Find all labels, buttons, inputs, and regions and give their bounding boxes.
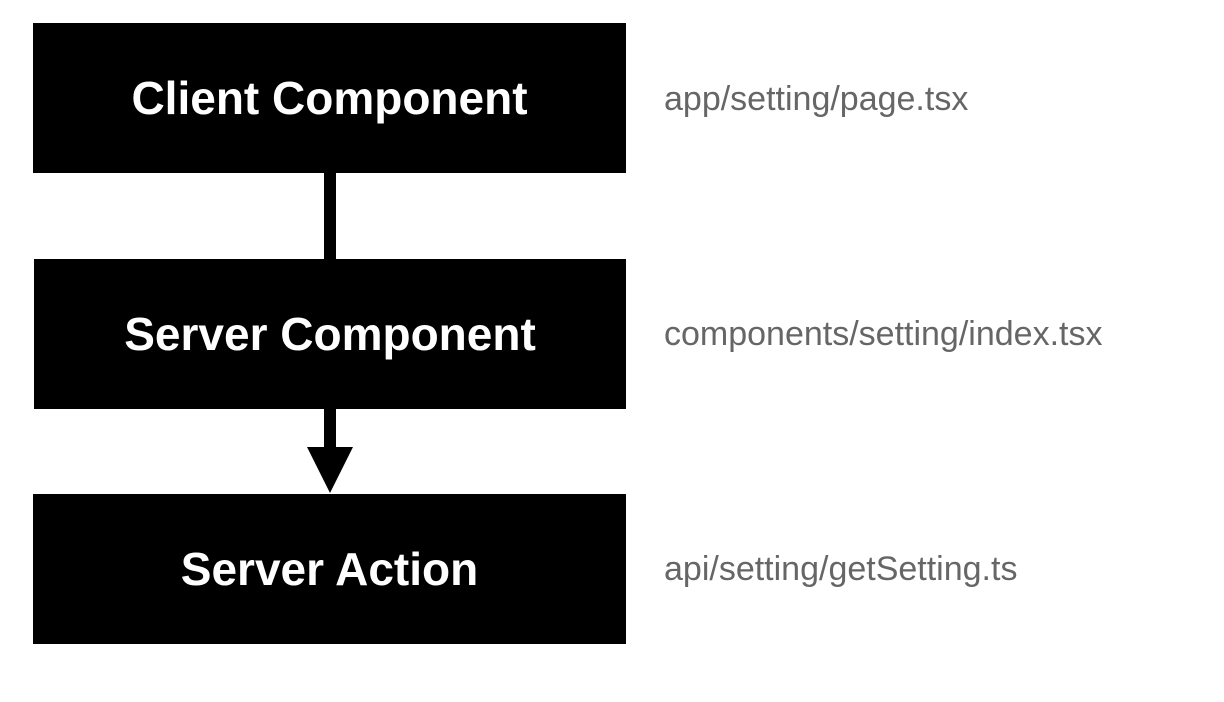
connector-line (324, 171, 336, 261)
node-label: Server Action (180, 543, 479, 595)
connector-line (324, 407, 336, 449)
node-label: Server Component (124, 308, 536, 360)
node-label: Client Component (131, 72, 528, 124)
file-path-label: app/setting/page.tsx (664, 80, 969, 118)
node-client-component: Client Component (33, 23, 626, 173)
file-path-label: api/setting/getSetting.ts (664, 550, 1018, 588)
arrow-down-icon (307, 447, 353, 493)
node-server-action: Server Action (33, 494, 626, 644)
file-path-label: components/setting/index.tsx (664, 315, 1103, 353)
node-server-component: Server Component (34, 259, 626, 409)
